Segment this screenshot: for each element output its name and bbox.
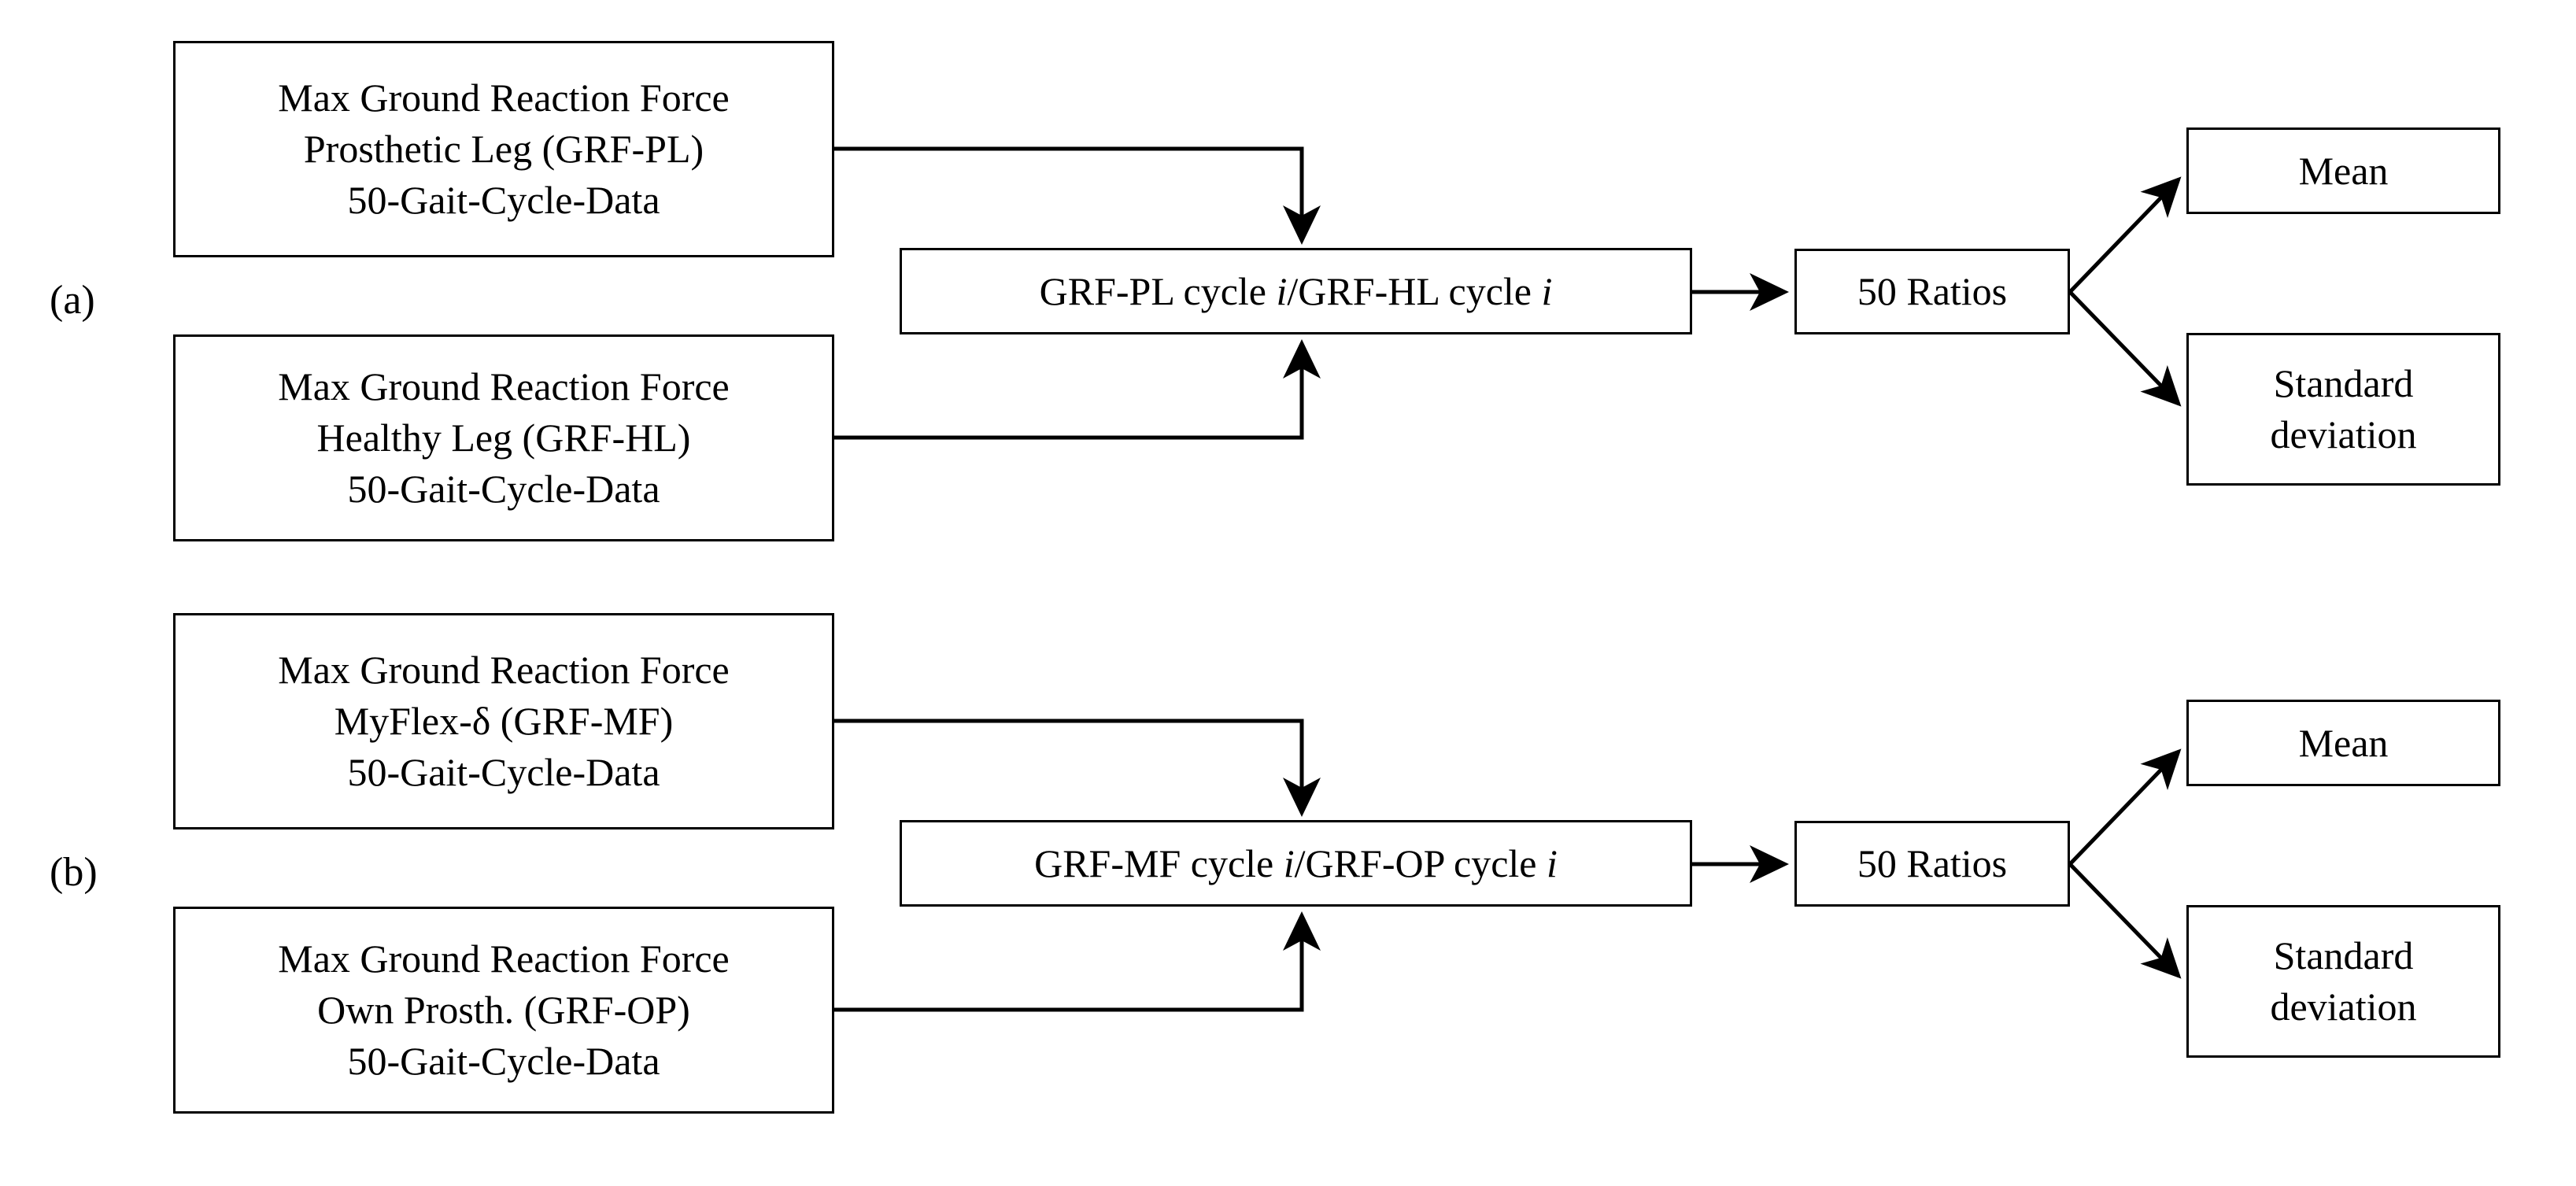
node-b-input-top-line2: MyFlex-δ (GRF-MF)	[334, 699, 674, 743]
node-a-output-stddev: Standard deviation	[2186, 333, 2500, 486]
node-a-output-stddev-line1: Standard	[2273, 361, 2414, 405]
node-a-output-stddev-line2: deviation	[2270, 412, 2417, 456]
node-a-operation-prefix: GRF-PL cycle	[1039, 268, 1277, 313]
node-b-input-bottom-line3: 50-Gait-Cycle-Data	[347, 1039, 660, 1083]
node-b-input-top-line3: 50-Gait-Cycle-Data	[347, 750, 660, 794]
node-a-input-top-line1: Max Ground Reaction Force	[278, 76, 730, 120]
node-a-operation-middle: /GRF-HL cycle	[1287, 268, 1542, 313]
node-b-output-mean-label: Mean	[2298, 720, 2389, 765]
node-b-result: 50 Ratios	[1794, 821, 2070, 907]
node-b-operation-middle: /GRF-OP cycle	[1294, 841, 1547, 885]
node-a-operation-var2: i	[1541, 268, 1553, 313]
node-a-operation-expression: GRF-PL cycle i/GRF-HL cycle i	[1040, 266, 1553, 317]
node-a-input-top-line2: Prosthetic Leg (GRF-PL)	[303, 127, 704, 171]
node-b-operation: GRF-MF cycle i/GRF-OP cycle i	[900, 820, 1692, 907]
node-a-output-mean-label: Mean	[2298, 148, 2389, 193]
node-a-input-bottom: Max Ground Reaction Force Healthy Leg (G…	[173, 334, 834, 541]
node-b-result-label: 50 Ratios	[1857, 841, 2008, 885]
node-b-input-top: Max Ground Reaction Force MyFlex-δ (GRF-…	[173, 613, 834, 829]
node-a-result-label: 50 Ratios	[1857, 269, 2008, 313]
node-a-operation-var1: i	[1276, 268, 1288, 313]
node-b-output-stddev-line1: Standard	[2273, 933, 2414, 977]
node-a-result: 50 Ratios	[1794, 249, 2070, 334]
node-b-output-stddev-line2: deviation	[2270, 985, 2417, 1029]
node-a-output-mean: Mean	[2186, 127, 2500, 214]
node-b-input-top-line1: Max Ground Reaction Force	[278, 648, 730, 692]
node-b-operation-var2: i	[1547, 841, 1558, 885]
node-b-output-stddev: Standard deviation	[2186, 905, 2500, 1058]
node-b-input-bottom-line1: Max Ground Reaction Force	[278, 937, 730, 981]
node-b-input-bottom: Max Ground Reaction Force Own Prosth. (G…	[173, 907, 834, 1114]
panel-label-b: (b)	[50, 850, 98, 895]
node-b-operation-var1: i	[1283, 841, 1295, 885]
node-a-input-bottom-line3: 50-Gait-Cycle-Data	[347, 467, 660, 511]
node-b-operation-prefix: GRF-MF cycle	[1034, 841, 1284, 885]
node-b-input-bottom-line2: Own Prosth. (GRF-OP)	[317, 988, 690, 1032]
node-b-output-mean: Mean	[2186, 700, 2500, 786]
panel-label-a: (a)	[50, 278, 95, 323]
node-a-input-bottom-line1: Max Ground Reaction Force	[278, 364, 730, 408]
node-b-operation-expression: GRF-MF cycle i/GRF-OP cycle i	[1034, 838, 1558, 889]
node-a-input-bottom-line2: Healthy Leg (GRF-HL)	[316, 416, 691, 460]
node-a-input-top-line3: 50-Gait-Cycle-Data	[347, 178, 660, 222]
node-a-input-top: Max Ground Reaction Force Prosthetic Leg…	[173, 41, 834, 257]
node-a-operation: GRF-PL cycle i/GRF-HL cycle i	[900, 248, 1692, 334]
